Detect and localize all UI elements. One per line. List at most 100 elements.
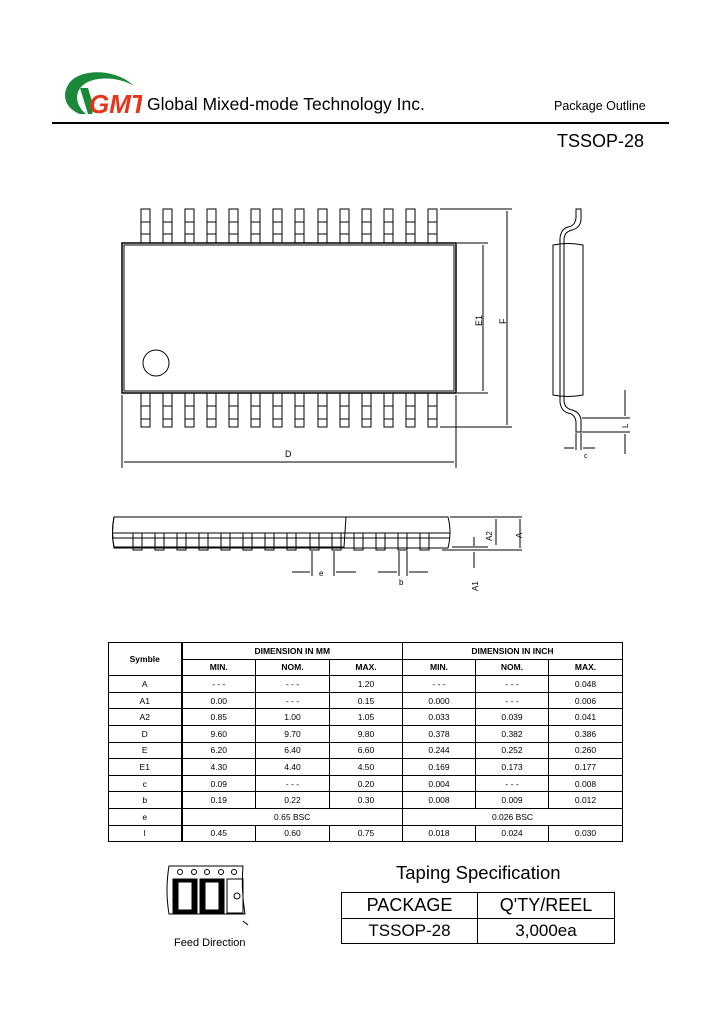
value-cell: 0.15 [329,691,403,710]
value-cell: 0.024 [475,824,549,843]
value-cell: 9.80 [329,724,403,743]
front-body [112,516,451,549]
table-row: c 0.09 - - - 0.20 0.004 - - - 0.008 [108,774,623,793]
value-cell: 0.19 [181,791,256,809]
top-pins [140,208,438,244]
logo-arc-icon [65,72,134,114]
logo-v-mark [80,88,94,114]
value-cell: 0.378 [402,724,476,743]
value-cell: - - - [181,675,256,693]
taping-header-qty: Q'TY/REEL [477,892,615,919]
symbol-cell: b [108,791,183,809]
value-cell: 0.00 [181,691,256,710]
symbol-cell: e [108,807,183,826]
value-cell: 0.260 [548,741,623,760]
dim-label-D: D [285,449,292,459]
taping-header-package: PACKAGE [341,892,478,919]
header-rule [52,122,669,124]
value-cell: - - - [255,675,330,693]
logo-letters: GMT [89,89,142,116]
value-cell: 0.008 [402,791,476,809]
value-cell: 0.252 [475,741,549,760]
value-cell: 6.60 [329,741,403,760]
taping-package-value: TSSOP-28 [341,918,478,944]
value-cell: 0.030 [548,824,623,843]
value-cell: - - - [475,675,549,693]
symbol-cell: c [108,774,183,793]
value-cell: 6.20 [181,741,256,760]
mm-group-header: DIMENSION IN MM [181,642,403,660]
dim-label-c: c [584,453,588,460]
taping-table: PACKAGE Q'TY/REEL TSSOP-28 3,000ea [341,892,615,944]
package-body-inner [123,244,455,392]
tape-outline [166,865,246,915]
value-cell: 6.40 [255,741,330,760]
value-cell: - - - [402,675,476,693]
value-cell: 0.386 [548,724,623,743]
col-header: MAX. [548,658,623,677]
value-cell: 0.85 [181,708,256,726]
feed-direction-label: Feed Direction [174,937,246,949]
taping-title: Taping Specification [396,862,561,883]
value-cell: 4.50 [329,758,403,776]
table-row: E1 4.30 4.40 4.50 0.169 0.173 0.177 [108,758,623,776]
dim-label-e: e [319,569,324,578]
company-name: Global Mixed-mode Technology Inc. [147,94,425,114]
value-cell: 0.30 [329,791,403,809]
value-cell: 0.033 [402,708,476,726]
side-view-drawing: L c [552,208,630,460]
dimension-table: Symble DIMENSION IN MM DIMENSION IN INCH… [108,641,623,843]
col-header: MIN. [402,658,476,677]
package-name: TSSOP-28 [557,131,645,151]
value-cell: 0.09 [181,774,256,793]
value-cell: 0.173 [475,758,549,776]
value-cell: 0.000 [402,691,476,710]
document-type: Package Outline [554,99,646,113]
table-row: D 9.60 9.70 9.80 0.378 0.382 0.386 [108,724,623,743]
value-cell: 0.004 [402,774,476,793]
table-row: TSSOP-28 3,000ea [341,918,615,944]
value-cell: 0.22 [255,791,330,809]
package-body [121,242,457,394]
value-cell: 9.60 [181,724,256,743]
symbol-cell: D [108,724,183,743]
dim-label-F: F [498,318,508,324]
value-cell: 0.012 [548,791,623,809]
front-pins [132,532,430,551]
col-header: NOM. [475,658,549,677]
value-cell: 0.048 [548,675,623,693]
value-cell: - - - [255,691,330,710]
taping-qty-value: 3,000ea [477,918,615,944]
tape-pocket-empty [226,878,244,914]
value-cell: 4.30 [181,758,256,776]
table-row: l 0.45 0.60 0.75 0.018 0.024 0.030 [108,824,623,843]
dim-label-E1: E1 [474,315,484,326]
feed-arrow-icon [242,920,249,926]
side-lead [559,208,582,433]
col-header: MAX. [329,658,403,677]
bottom-pins [140,392,438,428]
table-row: A - - - - - - 1.20 - - - - - - 0.048 [108,675,623,693]
side-body [552,243,584,397]
value-cell: 0.041 [548,708,623,726]
value-cell: 0.006 [548,691,623,710]
dim-label-A2: A2 [485,531,494,541]
symbol-cell: A [108,675,183,693]
value-cell: 0.018 [402,824,476,843]
value-cell: 0.026 BSC [402,807,623,826]
gmt-logo: GMT [65,72,142,116]
symbol-cell: E [108,741,183,760]
symbol-cell: l [108,824,183,843]
value-cell: - - - [475,691,549,710]
dim-label-A1: A1 [471,581,480,591]
value-cell: 0.039 [475,708,549,726]
value-cell: 0.382 [475,724,549,743]
value-cell: 0.65 BSC [181,807,403,826]
dim-label-A: A [515,532,524,538]
col-header: NOM. [255,658,330,677]
value-cell: 0.009 [475,791,549,809]
value-cell: 9.70 [255,724,330,743]
value-cell: - - - [255,774,330,793]
table-row: E 6.20 6.40 6.60 0.244 0.252 0.260 [108,741,623,760]
table-row: b 0.19 0.22 0.30 0.008 0.009 0.012 [108,791,623,809]
